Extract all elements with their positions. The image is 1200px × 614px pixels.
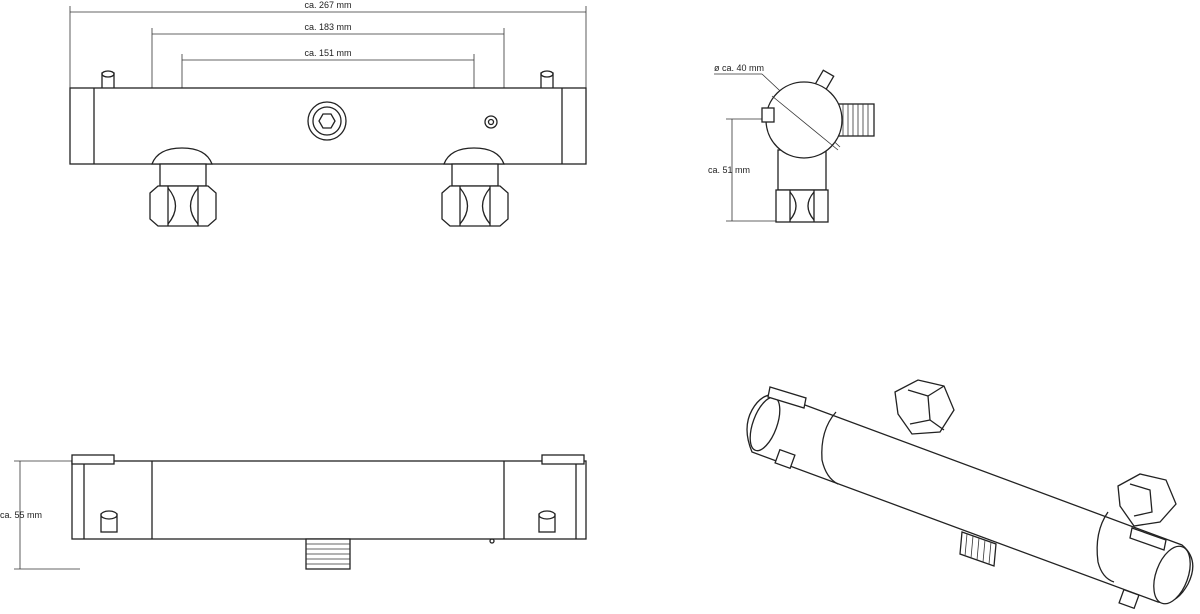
iso-cylinder — [746, 393, 1194, 604]
iso-nut-left — [894, 379, 955, 435]
outlet-hex — [318, 113, 336, 129]
dim-inlet-label: ca. 183 mm — [304, 22, 351, 32]
dim-side-height-label: ca. 51 mm — [708, 165, 750, 175]
dim-overall-label: ca. 267 mm — [304, 0, 351, 10]
top-stud-left-cap — [101, 70, 115, 78]
bottom-view: ca. 55 mm — [0, 454, 587, 570]
iso-outlet-thread — [959, 531, 997, 567]
dimension-overall: ca. 267 mm — [69, 0, 587, 88]
iso-nut-right — [1117, 473, 1177, 527]
side-hex-nut — [775, 189, 829, 223]
bottom-clip-right — [541, 454, 585, 465]
inlet-elbow-left — [151, 147, 213, 165]
inlet-elbow-right — [443, 147, 505, 165]
hex-nut-left — [149, 185, 217, 227]
bottom-stud-left-cap — [100, 510, 118, 520]
bottom-stud-right-cap — [538, 510, 556, 520]
bottom-clip-left — [71, 454, 115, 465]
isometric-view — [746, 379, 1194, 610]
front-view: ca. 267 mm ca. 183 mm ca. 151 mm — [69, 0, 587, 227]
dim-inner-label: ca. 151 mm — [304, 48, 351, 58]
iso-end-cap-right — [1153, 545, 1191, 605]
iso-clip-right — [1129, 527, 1167, 551]
inlet-neck-right — [451, 163, 499, 187]
dim-diameter-label: ø ca. 40 mm — [714, 63, 764, 73]
side-round-body — [765, 81, 843, 159]
set-screw — [484, 115, 498, 129]
iso-clip-left — [767, 386, 807, 409]
iso-stud-right — [1118, 588, 1140, 610]
side-outlet-thread — [837, 103, 875, 137]
hex-nut-right — [441, 185, 509, 227]
top-stud-right-cap — [540, 70, 554, 78]
dim-bottom-height-label: ca. 55 mm — [0, 510, 42, 520]
bottom-body — [71, 460, 587, 540]
bottom-outlet-thread — [305, 538, 351, 570]
iso-stud-left — [774, 448, 796, 470]
inlet-neck-left — [159, 163, 207, 187]
side-view: ø ca. 40 mm ca. 51 mm — [708, 63, 875, 223]
dimension-inlet: ca. 183 mm — [151, 22, 505, 88]
side-left-stub — [761, 107, 775, 123]
